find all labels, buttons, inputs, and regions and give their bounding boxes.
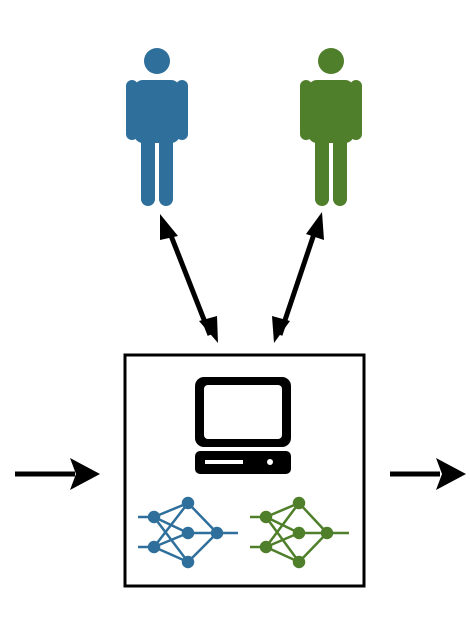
- user-a-person-icon: [126, 48, 188, 206]
- output-arrow: [390, 458, 466, 490]
- computer-icon: [195, 377, 291, 474]
- user-a-to-system-arrow: [160, 214, 218, 343]
- neural-network-a-icon: [138, 496, 238, 569]
- input-arrow: [15, 458, 100, 490]
- system-box: [123, 353, 366, 588]
- neural-network-b-icon: [250, 496, 349, 569]
- user-b-person-icon: [300, 48, 362, 206]
- user-b-to-system-arrow: [272, 212, 324, 343]
